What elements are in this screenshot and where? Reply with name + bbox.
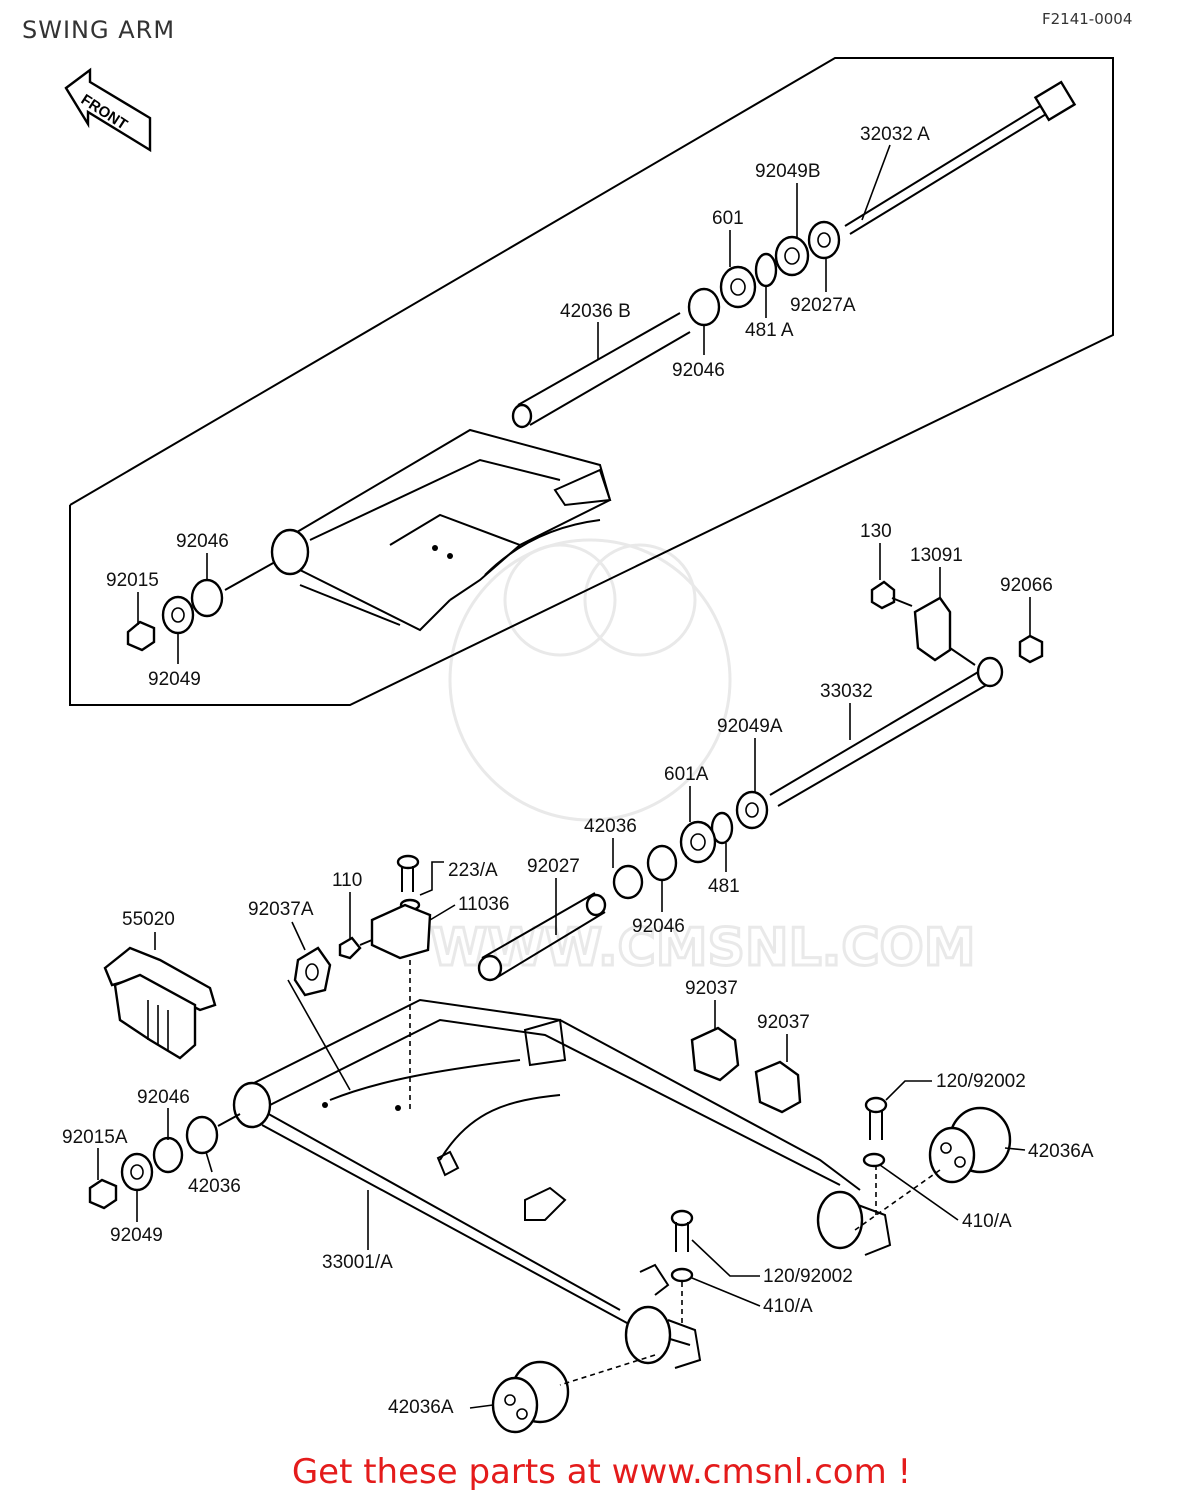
label-92027a: 92027A <box>790 295 856 316</box>
pivot-shaft-33032 <box>769 656 1004 807</box>
label-13091: 13091 <box>910 545 963 566</box>
label-223a: 223/A <box>448 860 498 881</box>
label-601a: 601A <box>664 764 709 785</box>
callout-labels: 32032 A 92049B 601 42036 B 481 A 92027A … <box>62 124 1094 1418</box>
pivot-shaft-32032a <box>844 80 1077 235</box>
upper-swing-arm <box>270 428 612 632</box>
label-92049-low: 92049 <box>110 1225 163 1246</box>
lower-bearings <box>612 790 769 900</box>
label-32032a: 32032 A <box>860 124 930 145</box>
label-42036-mid: 42036 <box>584 816 637 837</box>
label-481: 481 <box>708 876 740 897</box>
label-42036a-bottom: 42036A <box>388 1397 454 1418</box>
lower-swing-arm <box>232 998 892 1369</box>
upper-left-parts <box>126 561 276 652</box>
label-110: 110 <box>332 870 362 891</box>
upper-frame-outline <box>69 57 1114 706</box>
eccentric-42036a <box>491 1106 1012 1434</box>
bracket-13091 <box>870 580 1044 666</box>
label-92037-1: 92037 <box>685 978 738 999</box>
watermark: WWW.CMSNL.COM <box>429 538 977 980</box>
lower-left-parts <box>88 1113 241 1210</box>
label-601: 601 <box>712 208 744 229</box>
label-410a-right: 410/A <box>962 1211 1012 1232</box>
label-92066: 92066 <box>1000 575 1053 596</box>
chain-guide-55020 <box>103 946 217 1060</box>
label-92015a: 92015A <box>62 1127 128 1148</box>
guide-92037a <box>287 946 351 1091</box>
sleeve-92027 <box>477 892 607 982</box>
label-42036b: 42036 B <box>560 301 631 322</box>
label-410a-mid: 410/A <box>763 1296 813 1317</box>
label-92015: 92015 <box>106 570 159 591</box>
footer-promo: Get these parts at www.cmsnl.com ! <box>291 1452 912 1492</box>
upper-bearings <box>687 220 841 327</box>
label-11036: 11036 <box>458 894 509 915</box>
label-33001a: 33001/A <box>322 1252 393 1273</box>
label-92049b: 92049B <box>755 161 821 182</box>
label-92046-upper-left: 92046 <box>176 531 229 552</box>
label-92046-mid: 92046 <box>632 916 685 937</box>
label-42036a-right: 42036A <box>1028 1141 1094 1162</box>
cover-11036 <box>338 854 432 1110</box>
leader-lines <box>97 144 1031 1409</box>
front-arrow: FRONT <box>64 67 152 153</box>
label-92049: 92049 <box>148 669 201 690</box>
guides-92037 <box>690 1026 802 1114</box>
watermark-text: WWW.CMSNL.COM <box>430 918 975 978</box>
label-55020: 55020 <box>122 909 175 930</box>
label-130: 130 <box>860 521 892 542</box>
figure-code: F2141-0004 <box>1042 10 1133 28</box>
label-42036-low: 42036 <box>188 1176 241 1197</box>
label-92037a: 92037A <box>248 899 314 920</box>
label-33032: 33032 <box>820 681 873 702</box>
adjuster-bolts <box>670 1096 888 1325</box>
label-92049a: 92049A <box>717 716 783 737</box>
label-92046-low: 92046 <box>137 1087 190 1108</box>
label-92037-2: 92037 <box>757 1012 810 1033</box>
label-92046-top: 92046 <box>672 360 725 381</box>
label-120-92002-top: 120/92002 <box>936 1071 1026 1092</box>
page-title: SWING ARM <box>22 16 176 44</box>
label-481a: 481 A <box>745 320 794 341</box>
sleeve-42036b <box>511 312 691 429</box>
label-120-92002-mid: 120/92002 <box>763 1266 853 1287</box>
label-92027: 92027 <box>527 856 580 877</box>
